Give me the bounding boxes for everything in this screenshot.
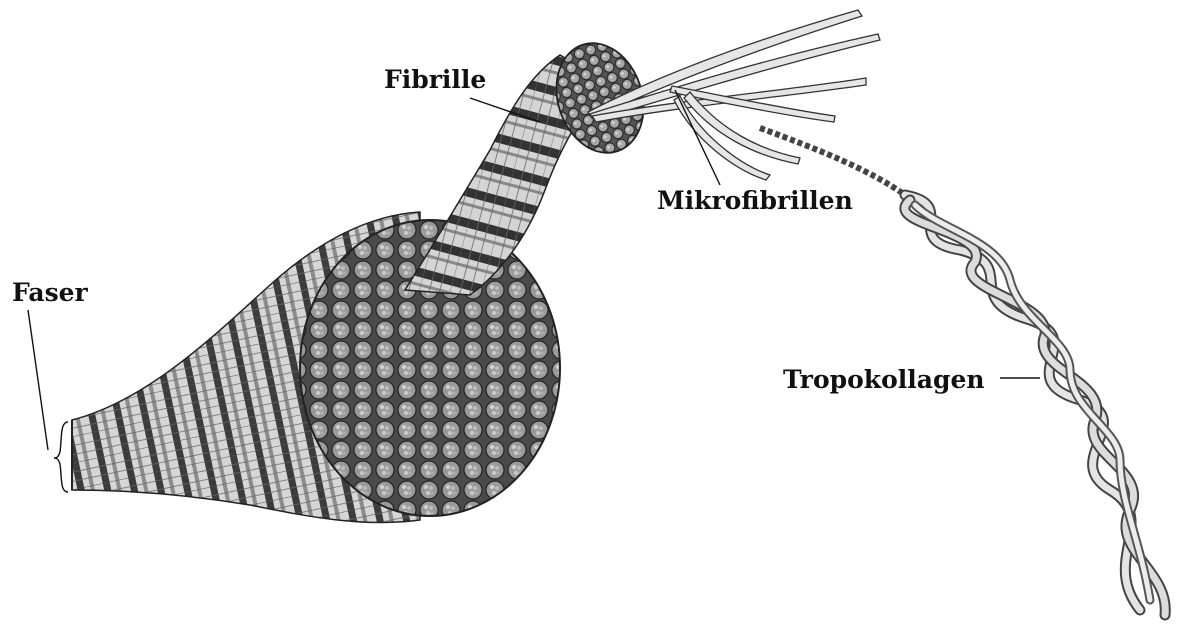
tropocollagen-helix-a	[905, 195, 1140, 610]
label-faser: Faser	[12, 280, 88, 305]
faser-leader-line	[28, 310, 48, 450]
tropocollagen-thin-twist	[760, 128, 905, 195]
faser-brace	[54, 422, 68, 492]
tropocollagen-helix-c-fill	[915, 205, 1150, 600]
label-fibrille: Fibrille	[384, 67, 486, 92]
tropocollagen-helix-c	[915, 205, 1150, 600]
label-tropokollagen: Tropokollagen	[783, 367, 985, 392]
microfibrils	[588, 10, 880, 180]
label-mikrofibrillen: Mikrofibrillen	[657, 188, 853, 213]
tropocollagen-helix-a-fill	[905, 195, 1140, 610]
